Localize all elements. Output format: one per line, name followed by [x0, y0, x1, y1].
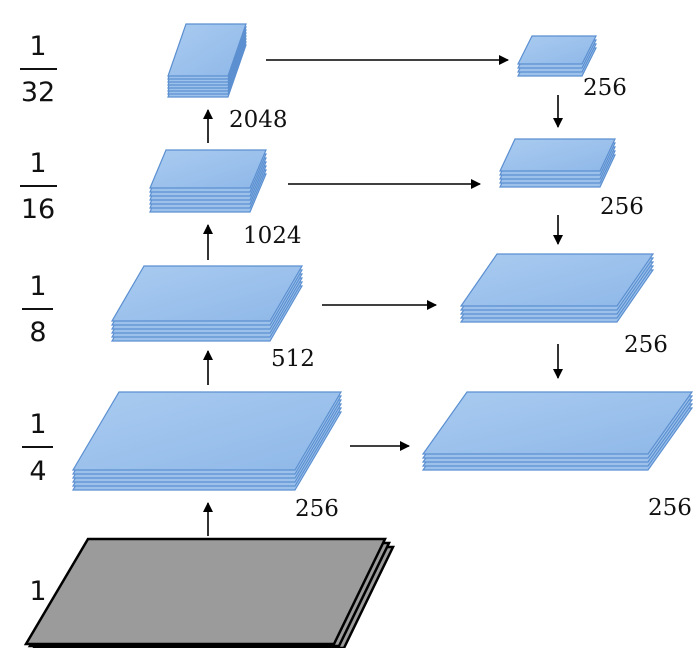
scale-32-denominator: 32: [21, 77, 55, 108]
c2-stack: [71, 391, 343, 491]
scale-label-32: 1 32: [20, 31, 57, 108]
scale-label-4: 1 4: [22, 409, 53, 487]
c2-channels-label: 256: [295, 496, 339, 522]
p4-stack-layer: [499, 138, 616, 172]
p3-channels-label: 256: [624, 332, 668, 358]
p4-channels-label: 256: [600, 194, 644, 220]
p5-stack-layer: [517, 35, 597, 65]
c5-stack-layer: [167, 23, 247, 77]
scale-4-denominator: 4: [29, 456, 46, 487]
c4-stack-layer: [149, 149, 267, 189]
scale-8-denominator: 8: [29, 317, 46, 348]
scale-label-8: 1 8: [22, 271, 53, 348]
scale-16-numerator: 1: [29, 148, 46, 179]
c3-stack: [110, 265, 304, 342]
c2-stack-layer: [71, 391, 343, 471]
p2-stack: [421, 391, 694, 471]
feature-map-stacks: [71, 23, 694, 491]
input-image-stack: [23, 537, 395, 648]
c4-channels-label: 1024: [243, 223, 302, 249]
c5-stack: [167, 23, 247, 98]
scale-16-denominator: 16: [21, 194, 55, 225]
channel-labels: 2048 1024 512 256 256 256 256 256: [229, 75, 692, 522]
c5-channels-label: 2048: [229, 107, 288, 133]
scale-label-16: 1 16: [20, 148, 57, 225]
scale-label-input: 1: [29, 576, 46, 607]
scale-32-numerator: 1: [29, 31, 46, 62]
arrows: [203, 55, 563, 536]
p2-channels-label: 256: [648, 495, 692, 521]
p3-stack: [459, 253, 655, 323]
p3-stack-layer: [459, 253, 655, 307]
input-layer-front: [23, 537, 387, 646]
p5-stack: [517, 35, 597, 77]
scale-4-numerator: 1: [29, 409, 46, 440]
c4-stack: [149, 149, 267, 213]
c3-stack-layer: [110, 265, 304, 322]
p4-stack: [499, 138, 616, 188]
p5-channels-label: 256: [583, 75, 627, 101]
scale-8-numerator: 1: [29, 271, 46, 302]
p2-stack-layer: [421, 391, 694, 455]
c3-channels-label: 512: [271, 346, 315, 372]
